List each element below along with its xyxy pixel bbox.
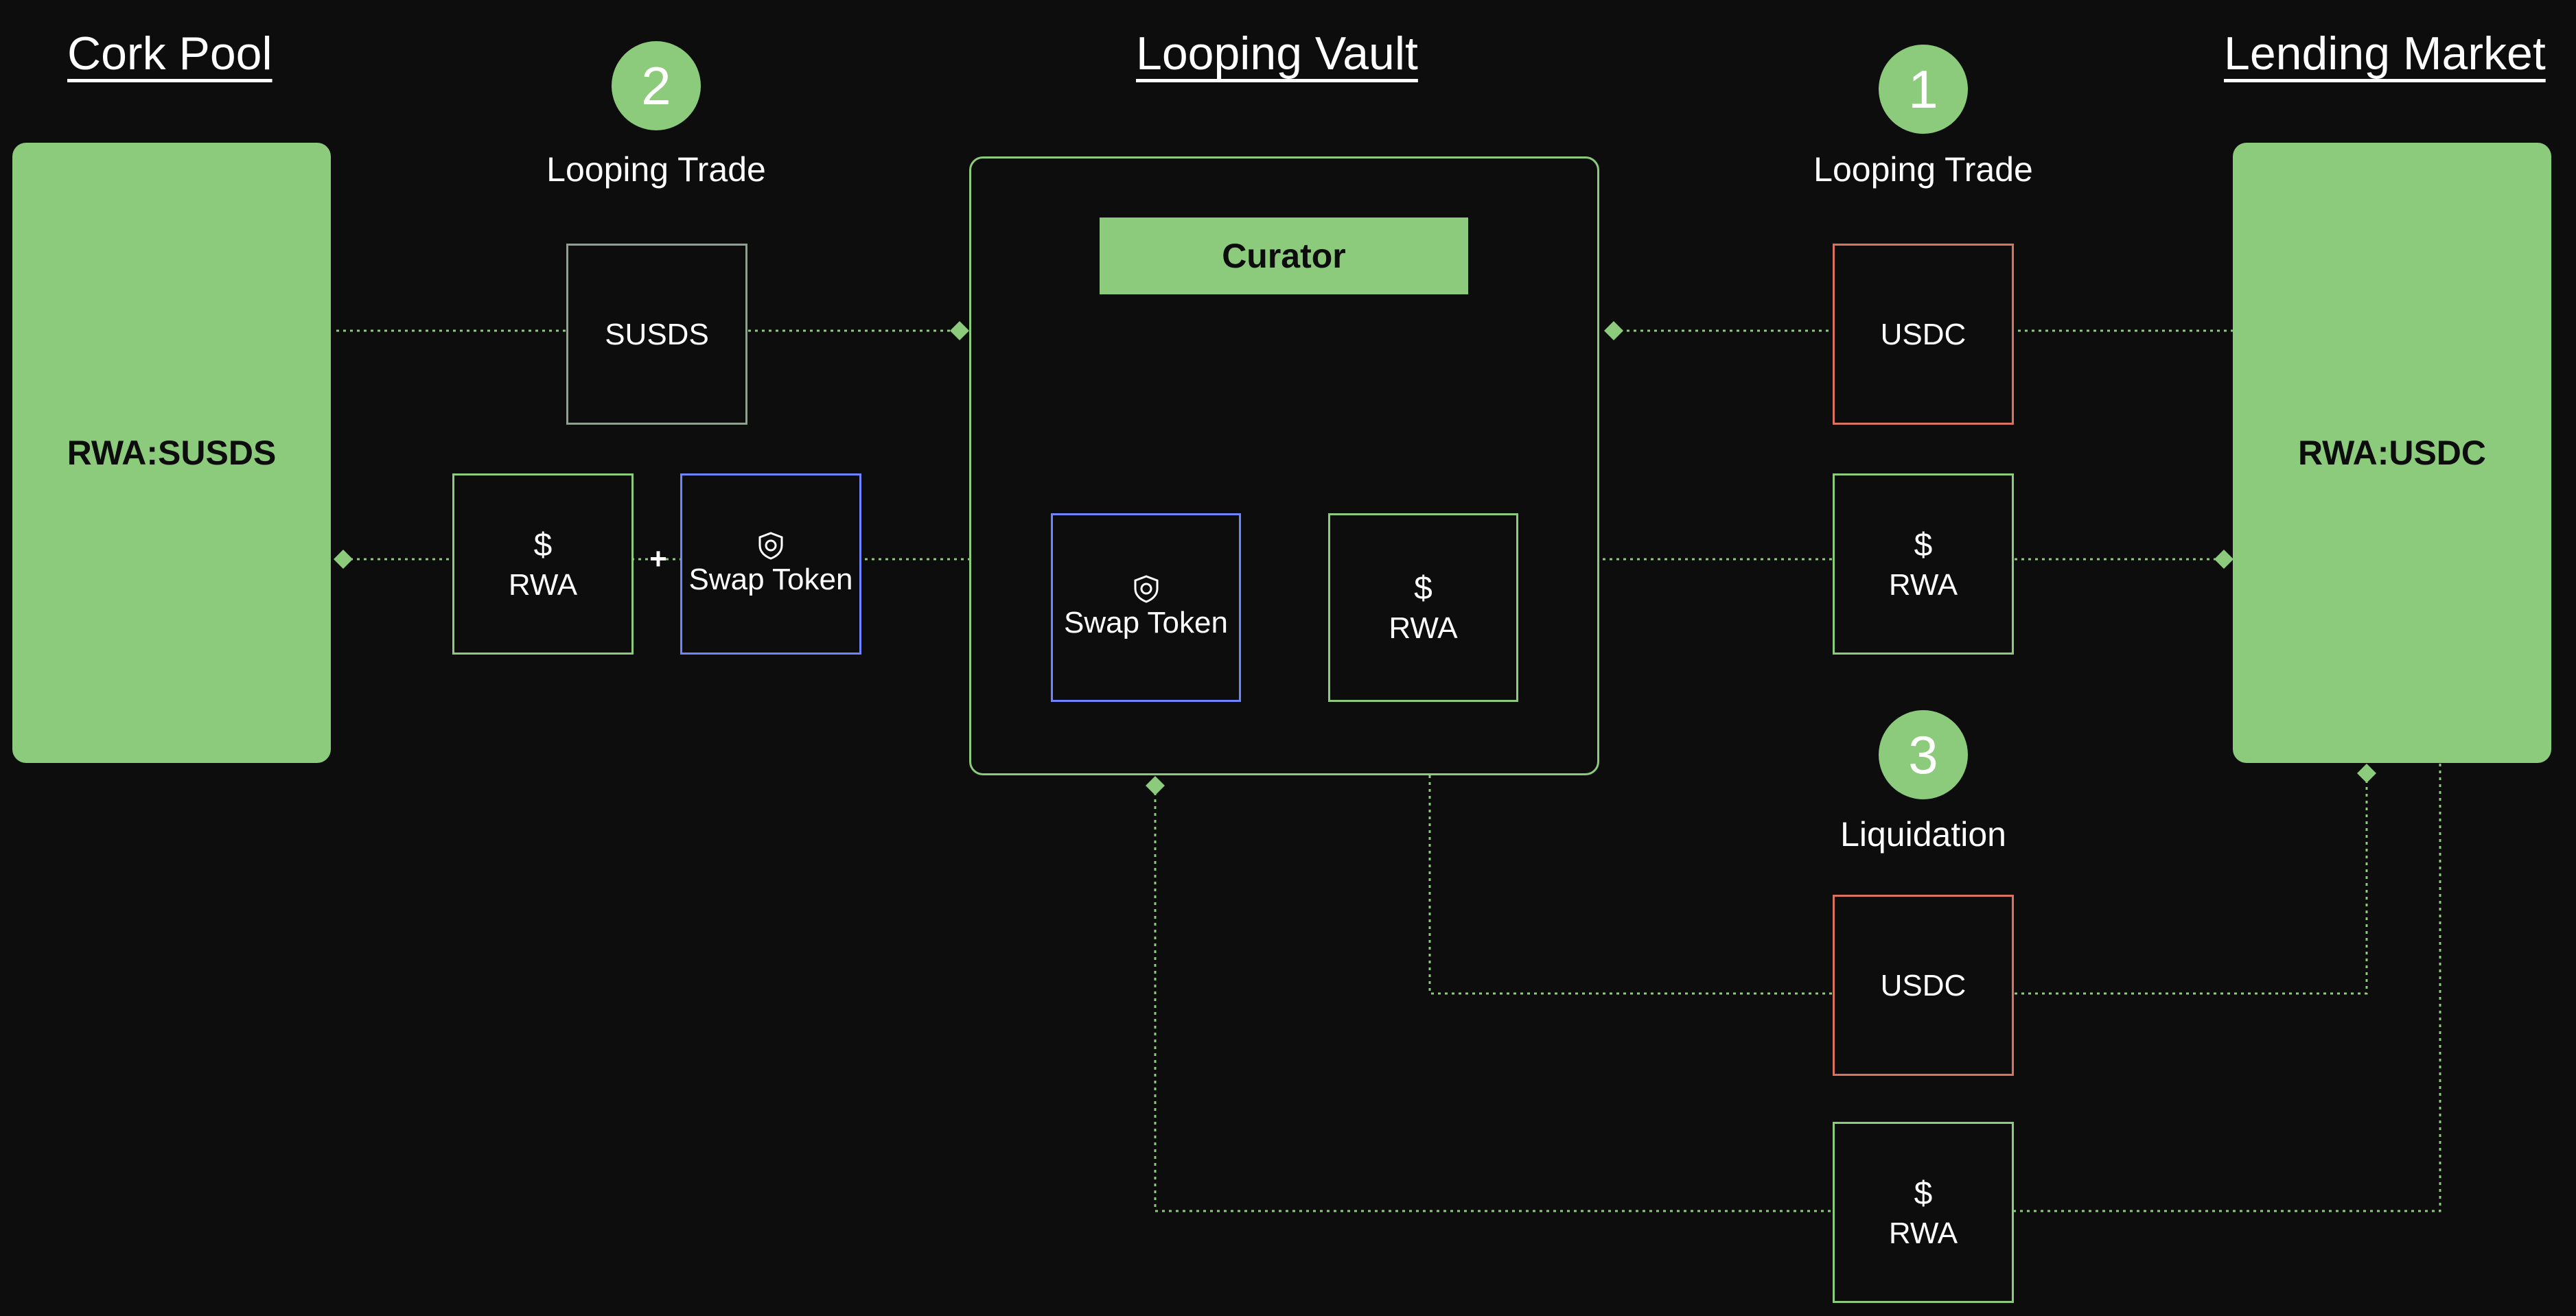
token-rwa-left: $ RWA [452, 473, 634, 655]
vault-rwa: $ RWA [1328, 513, 1518, 702]
vault-swap-token-label: Swap Token [1064, 606, 1228, 639]
dollar-icon: $ [1914, 526, 1933, 563]
step-label-liquidation: Liquidation [1840, 815, 2006, 854]
token-swap-label: Swap Token [688, 562, 853, 596]
pool-rwa-susds-label: RWA:SUSDS [67, 434, 277, 472]
step-label-looping-trade-2: Looping Trade [546, 150, 766, 189]
dollar-icon: $ [1914, 1175, 1933, 1212]
token-rwa-label: RWA [1888, 567, 1958, 602]
token-swap-left: Swap Token [680, 473, 861, 655]
vault-swap-token: Swap Token [1051, 513, 1241, 702]
step-label-looping-trade-1: Looping Trade [1813, 150, 2033, 189]
token-rwa-right: $ RWA [1833, 473, 2014, 655]
pool-rwa-susds: RWA:SUSDS [12, 143, 331, 763]
token-usdc-label: USDC [1880, 968, 1966, 1002]
step-number-2: 2 [612, 41, 701, 130]
token-susds: SUSDS [566, 244, 747, 425]
step-number-3: 3 [1879, 710, 1968, 799]
vault-rwa-label: RWA [1389, 611, 1458, 645]
token-rwa-label: RWA [1888, 1216, 1958, 1250]
token-rwa-liquidation: $ RWA [1833, 1122, 2014, 1303]
curator-label: Curator [1100, 218, 1468, 294]
diamond-icon [1604, 321, 1623, 340]
diamond-icon [1146, 776, 1165, 795]
dollar-icon: $ [1414, 570, 1432, 607]
token-usdc-liquidation: USDC [1833, 895, 2014, 1076]
heading-lending-market: Lending Market [2224, 27, 2546, 80]
heading-looping-vault: Looping Vault [1136, 27, 1418, 80]
plus-sign: + [649, 542, 667, 576]
token-rwa-label: RWA [508, 567, 578, 602]
dollar-icon: $ [533, 526, 553, 563]
shield-icon [758, 531, 783, 560]
diamond-icon [2357, 764, 2376, 783]
diamond-icon [950, 321, 969, 340]
heading-cork-pool: Cork Pool [67, 27, 272, 80]
pool-rwa-usdc-label: RWA:USDC [2297, 434, 2487, 472]
curator-text: Curator [1222, 237, 1346, 275]
step-number-1: 1 [1879, 45, 1968, 134]
pool-rwa-usdc: RWA:USDC [2233, 143, 2551, 763]
shield-icon [1134, 575, 1158, 603]
line-liquidation-rwa [1154, 763, 2441, 1212]
diamond-icon [2214, 550, 2233, 569]
diamond-icon [334, 550, 353, 569]
token-susds-label: SUSDS [605, 317, 709, 351]
token-usdc-top: USDC [1833, 244, 2014, 425]
token-usdc-label: USDC [1880, 317, 1966, 351]
